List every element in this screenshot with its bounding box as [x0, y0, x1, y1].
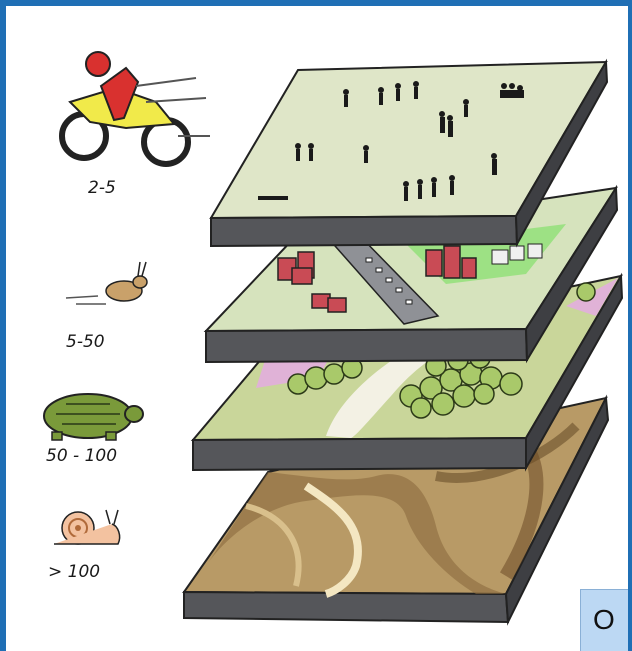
hare-icon — [66, 262, 147, 304]
hare-speed-label: 5-50 — [66, 332, 105, 352]
motorcycle-speed-label: 2-5 — [88, 178, 116, 198]
tortoise-speed-label: 50 - 100 — [46, 446, 117, 466]
layered-landscape-illustration — [6, 6, 632, 651]
corner-badge: O — [580, 589, 632, 651]
tortoise-icon — [44, 394, 143, 440]
motorcycle-icon — [62, 52, 210, 164]
snail-speed-label: > 100 — [48, 562, 100, 582]
snail-icon — [54, 510, 120, 544]
